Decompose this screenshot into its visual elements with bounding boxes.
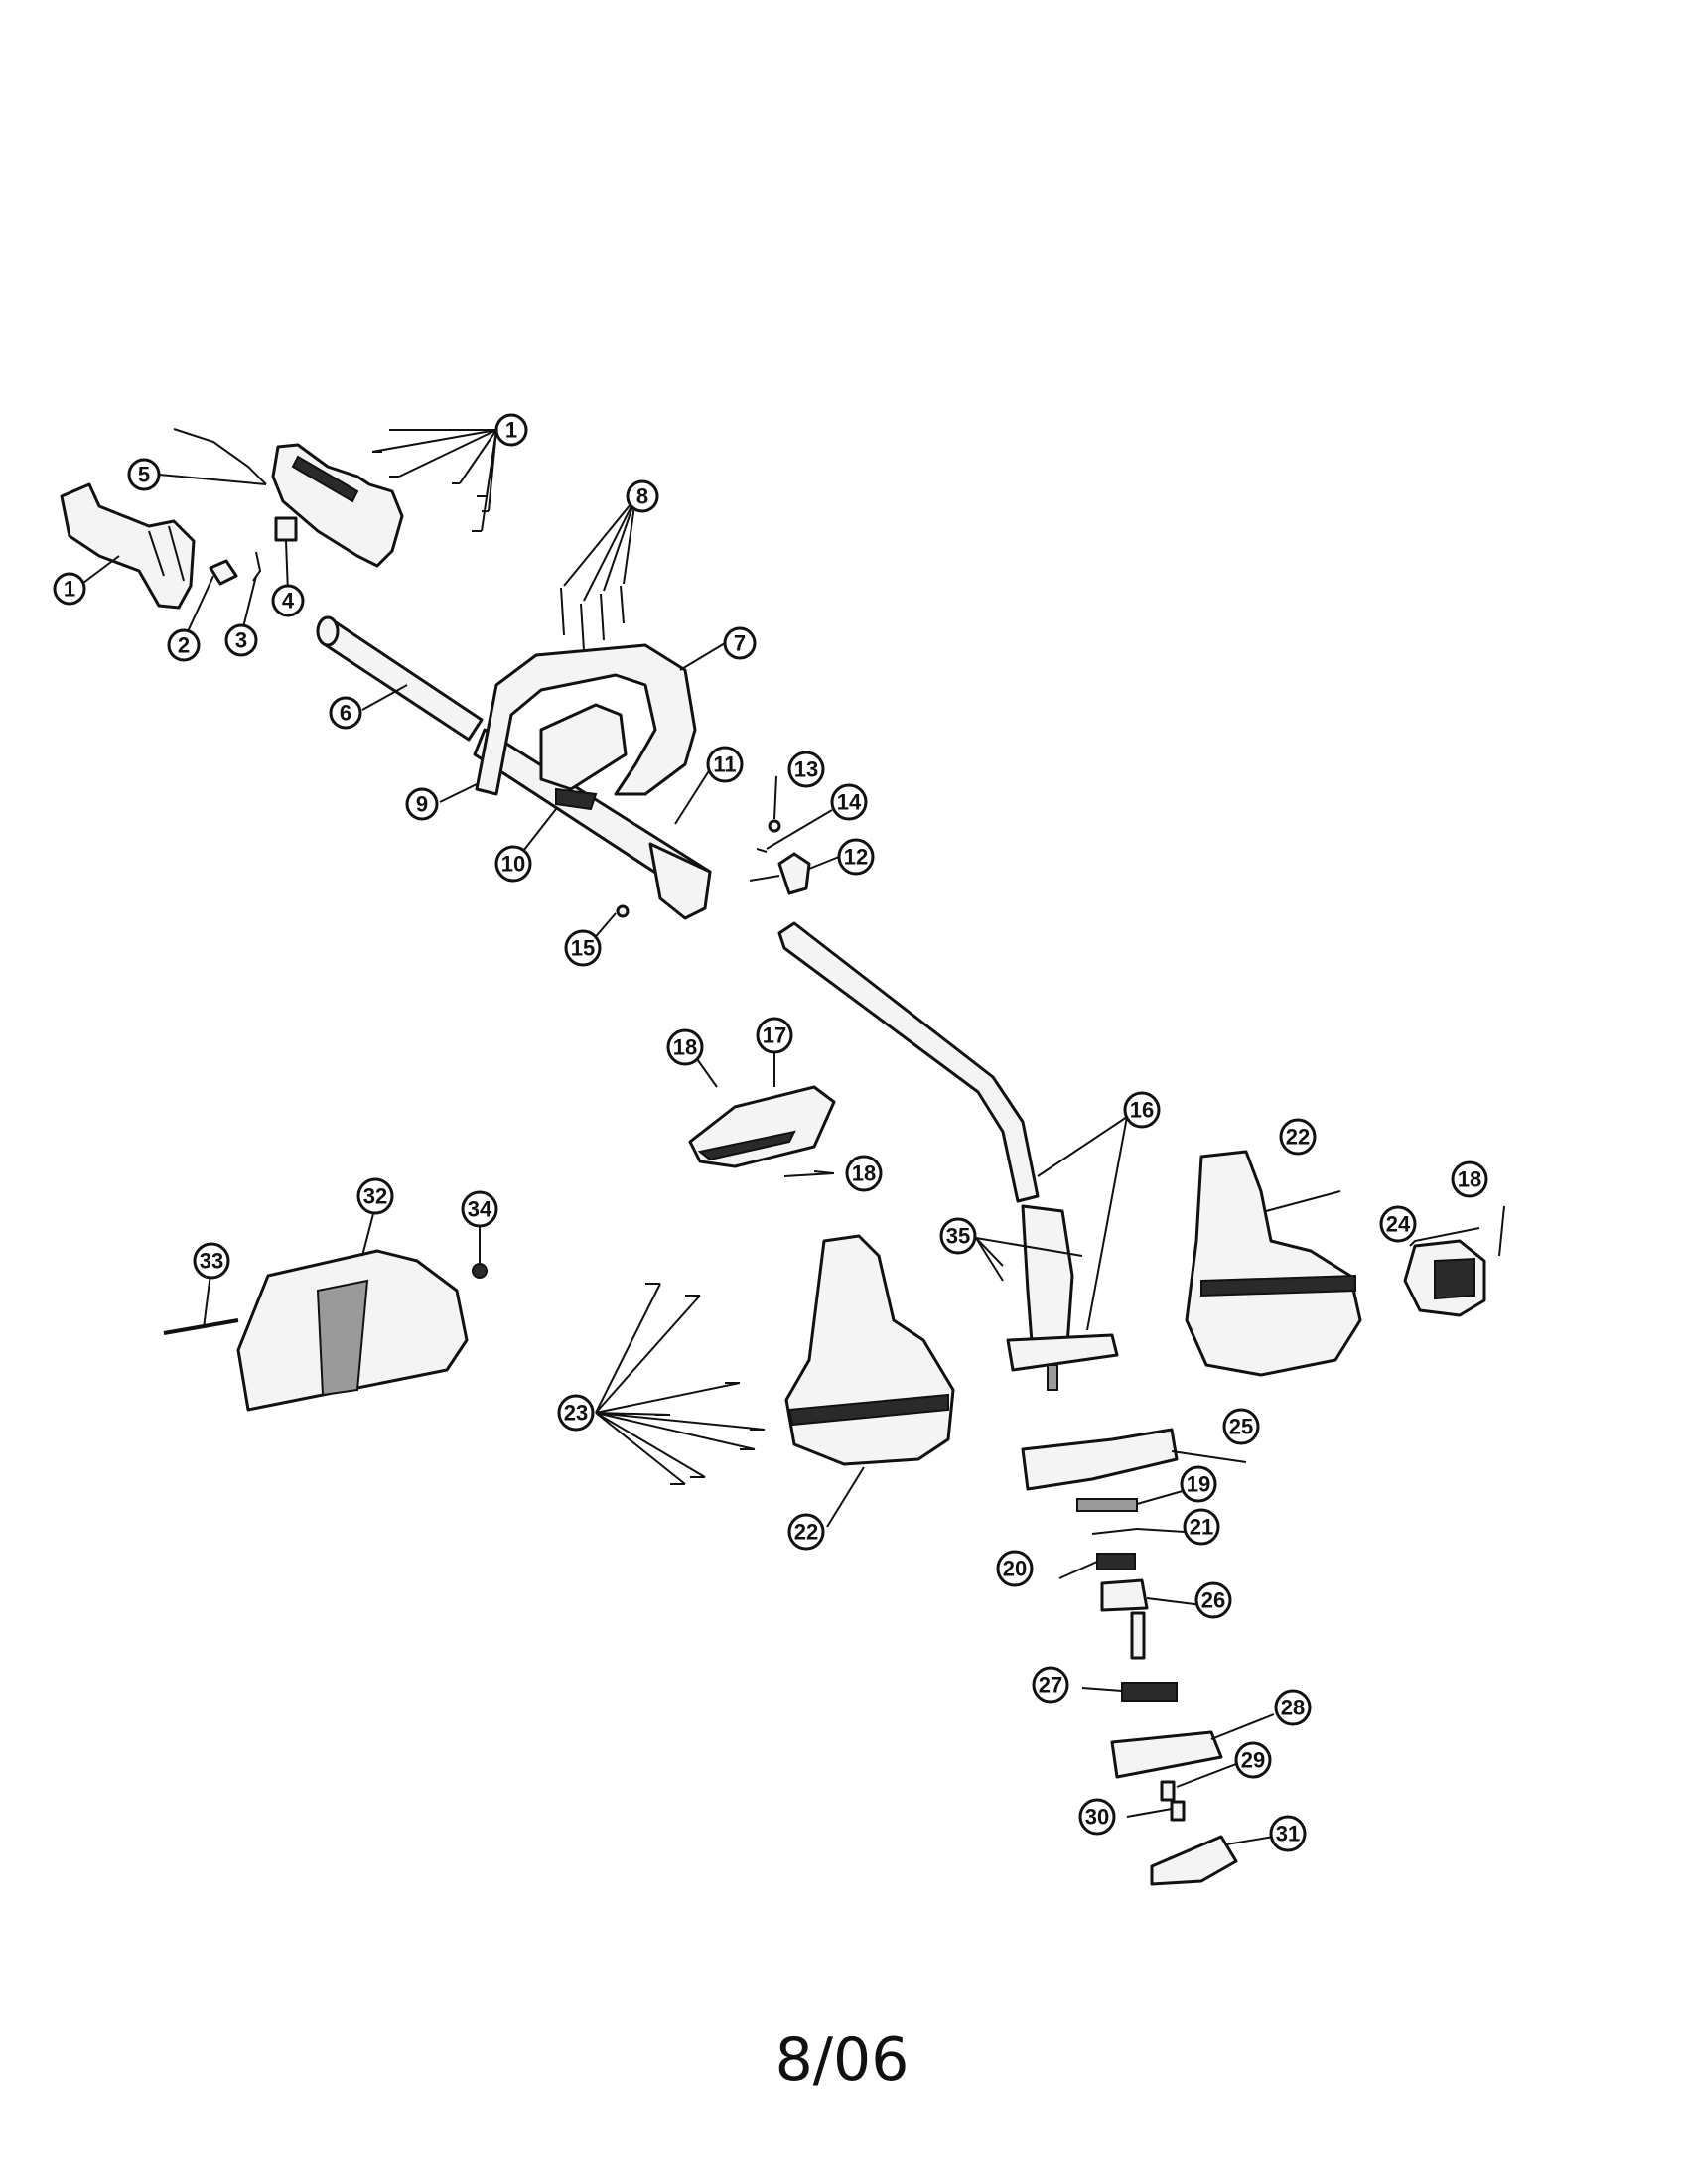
callout: 24 (1379, 1205, 1417, 1243)
svg-text:22: 22 (794, 1520, 818, 1545)
screws-23 (645, 1283, 765, 1485)
callout: 35 (939, 1217, 977, 1255)
callout: 4 (271, 584, 305, 617)
svg-text:11: 11 (713, 752, 736, 777)
callout: 30 (1078, 1798, 1116, 1836)
callout: 23 (557, 1394, 595, 1432)
callout: 28 (1274, 1689, 1312, 1726)
svg-text:30: 30 (1085, 1805, 1109, 1830)
handle-left-half (60, 482, 196, 610)
svg-text:5: 5 (138, 463, 150, 487)
callout: 8 (626, 479, 659, 513)
svg-text:26: 26 (1201, 1588, 1225, 1613)
svg-text:19: 19 (1187, 1472, 1210, 1497)
svg-text:2: 2 (178, 633, 190, 658)
callout: 15 (564, 929, 602, 967)
svg-text:10: 10 (501, 852, 525, 877)
svg-text:1: 1 (64, 577, 75, 602)
svg-text:8: 8 (636, 484, 648, 509)
svg-text:33: 33 (200, 1249, 223, 1274)
svg-text:1: 1 (505, 418, 517, 443)
callout: 29 (1234, 1741, 1272, 1779)
callout: 25 (1222, 1408, 1260, 1445)
screws-8 (560, 585, 625, 651)
callout: 18 (666, 1028, 704, 1066)
svg-text:35: 35 (946, 1224, 970, 1249)
svg-text:14: 14 (837, 790, 862, 815)
callout: 16 (1123, 1091, 1161, 1129)
callout: 31 (1269, 1815, 1307, 1852)
handle-right-half (271, 443, 404, 568)
callout: 6 (329, 696, 362, 730)
svg-text:15: 15 (571, 936, 595, 961)
svg-text:29: 29 (1241, 1748, 1265, 1773)
callout: 5 (127, 458, 161, 491)
svg-text:18: 18 (852, 1161, 876, 1186)
svg-text:25: 25 (1229, 1415, 1253, 1439)
svg-text:12: 12 (844, 845, 868, 870)
revision-date: 8/06 (774, 2025, 910, 2095)
callout: 13 (787, 751, 825, 788)
callout: 3 (224, 623, 258, 657)
svg-text:23: 23 (564, 1401, 588, 1426)
callout: 18 (1451, 1160, 1488, 1198)
callout: 27 (1032, 1666, 1069, 1704)
callout: 26 (1194, 1581, 1232, 1619)
callout: 7 (723, 626, 757, 660)
callout: 22 (1279, 1118, 1317, 1156)
svg-text:4: 4 (282, 589, 295, 614)
svg-text:13: 13 (794, 757, 818, 782)
svg-text:21: 21 (1190, 1515, 1213, 1540)
motor-housing-left (784, 1234, 955, 1466)
svg-text:16: 16 (1130, 1098, 1154, 1123)
callout: 18 (845, 1155, 883, 1192)
callout: 20 (996, 1550, 1034, 1587)
svg-text:6: 6 (340, 701, 351, 726)
svg-text:18: 18 (673, 1035, 697, 1060)
svg-text:32: 32 (363, 1184, 387, 1209)
svg-text:18: 18 (1458, 1167, 1481, 1192)
callout: 1 (53, 572, 86, 606)
spool-cover (1021, 1428, 1179, 1491)
callout: 2 (167, 628, 201, 662)
callout: 11 (706, 746, 744, 783)
callout: 14 (830, 783, 868, 821)
callout: 22 (787, 1513, 825, 1551)
callout: 32 (356, 1177, 394, 1215)
svg-text:24: 24 (1386, 1212, 1411, 1237)
motor-housing-right (1185, 1150, 1362, 1377)
d-handle (475, 643, 697, 796)
callout: 21 (1183, 1508, 1220, 1546)
callout: 9 (405, 787, 439, 821)
svg-text:22: 22 (1286, 1125, 1310, 1150)
callout: 34 (461, 1190, 498, 1228)
bent-shaft (777, 921, 1040, 1203)
callout: 10 (494, 845, 532, 883)
svg-text:20: 20 (1003, 1557, 1027, 1581)
callouts: 1 1 2 3 4 5 6 7 8 9 10 11 12 13 14 15 16… (53, 413, 1488, 1852)
svg-text:27: 27 (1039, 1673, 1062, 1698)
svg-text:34: 34 (468, 1197, 492, 1222)
part-drawings (60, 428, 1486, 1886)
callout: 1 (494, 413, 528, 447)
callout: 12 (837, 838, 875, 876)
svg-text:3: 3 (235, 628, 247, 653)
callout: 19 (1180, 1465, 1217, 1503)
svg-text:9: 9 (416, 792, 428, 817)
svg-text:31: 31 (1276, 1822, 1300, 1846)
svg-text:17: 17 (763, 1024, 786, 1048)
callout: 33 (193, 1242, 230, 1280)
svg-text:7: 7 (734, 631, 746, 656)
callout: 17 (756, 1017, 793, 1054)
svg-text:28: 28 (1281, 1696, 1305, 1720)
